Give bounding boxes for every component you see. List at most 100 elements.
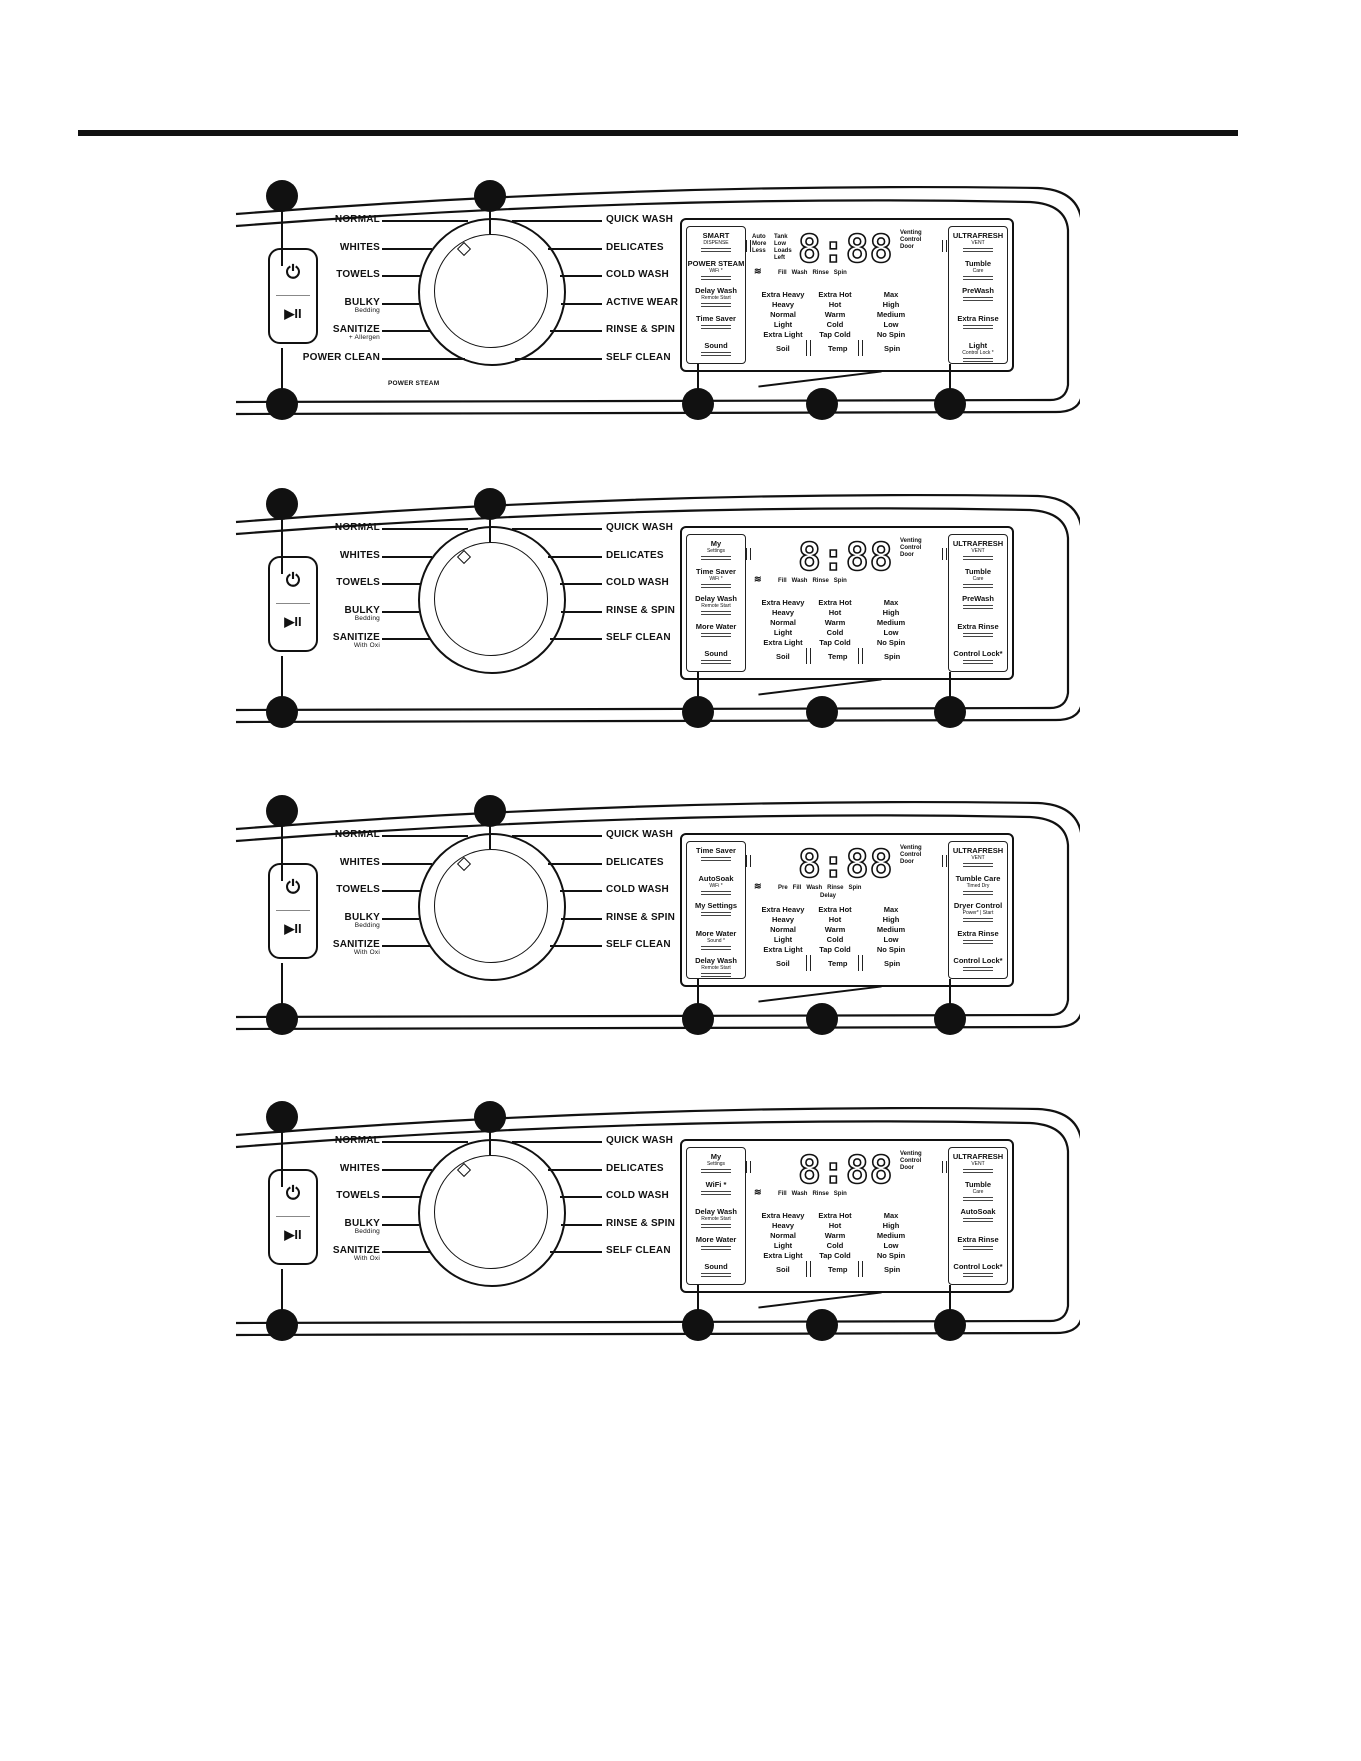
soil-button[interactable]: Soil [776, 1265, 790, 1274]
cycle-selector-dial[interactable] [418, 1139, 566, 1287]
cycle-label-normal[interactable]: NORMAL [335, 522, 380, 533]
cycle-label-rinse-spin[interactable]: RINSE & SPIN [606, 912, 675, 923]
play-pause-icon[interactable]: ▶II [284, 614, 302, 629]
option-button[interactable]: Time Saver [687, 314, 745, 329]
option-button[interactable]: AutoSoak [949, 1207, 1007, 1222]
cycle-label-normal[interactable]: NORMAL [335, 214, 380, 225]
option-button[interactable]: Extra Rinse [949, 622, 1007, 637]
cycle-label-quick-wash[interactable]: QUICK WASH [606, 214, 673, 225]
temp-button[interactable]: Temp [828, 344, 848, 353]
cycle-label-whites[interactable]: WHITES [340, 857, 380, 868]
option-button[interactable]: Extra Rinse [949, 929, 1007, 944]
soil-button[interactable]: Soil [776, 344, 790, 353]
cycle-label-delicates[interactable]: DELICATES [606, 1163, 664, 1174]
temp-button[interactable]: Temp [828, 1265, 848, 1274]
option-button[interactable]: More Water [687, 622, 745, 637]
temp-button[interactable]: Temp [828, 959, 848, 968]
play-pause-icon[interactable]: ▶II [284, 1227, 302, 1242]
play-pause-icon[interactable]: ▶II [284, 921, 302, 936]
cycle-label-towels[interactable]: TOWELS [336, 884, 380, 895]
cycle-label-whites[interactable]: WHITES [340, 242, 380, 253]
soil-button[interactable]: Soil [776, 652, 790, 661]
cycle-label-self-clean[interactable]: SELF CLEAN [606, 632, 671, 643]
dial-knob[interactable] [434, 849, 548, 963]
cycle-label-active-wear[interactable]: ACTIVE WEAR [606, 297, 678, 308]
option-button[interactable]: Control Lock* [949, 1262, 1007, 1277]
option-button[interactable]: PreWash [949, 286, 1007, 301]
option-button[interactable]: Sound [687, 649, 745, 664]
cycle-label-delicates[interactable]: DELICATES [606, 857, 664, 868]
cycle-label-cold-wash[interactable]: COLD WASH [606, 269, 669, 280]
cycle-label-quick-wash[interactable]: QUICK WASH [606, 522, 673, 533]
cycle-label-normal[interactable]: NORMAL [335, 829, 380, 840]
cycle-label-delicates[interactable]: DELICATES [606, 242, 664, 253]
spin-button[interactable]: Spin [884, 344, 901, 353]
power-icon[interactable]: ⏻ [285, 570, 301, 590]
cycle-label-towels[interactable]: TOWELS [336, 577, 380, 588]
dial-knob[interactable] [434, 234, 548, 348]
cycle-label-rinse-spin[interactable]: RINSE & SPIN [606, 605, 675, 616]
dial-knob[interactable] [434, 542, 548, 656]
option-button[interactable]: Extra Rinse [949, 1235, 1007, 1250]
cycle-selector-dial[interactable] [418, 218, 566, 366]
spin-button[interactable]: Spin [884, 652, 901, 661]
option-button[interactable]: Control Lock* [949, 649, 1007, 664]
power-icon[interactable]: ⏻ [285, 877, 301, 897]
power-start-button-group[interactable]: ⏻ ▶II [268, 1169, 318, 1265]
option-button[interactable]: WiFi * [687, 1180, 745, 1195]
option-button[interactable]: My Settings [687, 901, 745, 916]
soil-button[interactable]: Soil [776, 959, 790, 968]
temp-button[interactable]: Temp [828, 652, 848, 661]
cycle-selector-dial[interactable] [418, 833, 566, 981]
power-icon[interactable]: ⏻ [285, 262, 301, 282]
play-pause-icon[interactable]: ▶II [284, 306, 302, 321]
cycle-label-whites[interactable]: WHITES [340, 1163, 380, 1174]
cycle-label-normal[interactable]: NORMAL [335, 1135, 380, 1146]
power-start-button-group[interactable]: ⏻ ▶II [268, 248, 318, 344]
cycle-label-rinse-spin[interactable]: RINSE & SPIN [606, 1218, 675, 1229]
cycle-label-cold-wash[interactable]: COLD WASH [606, 884, 669, 895]
cycle-label-rinse-spin[interactable]: RINSE & SPIN [606, 324, 675, 335]
cycle-label-whites[interactable]: WHITES [340, 550, 380, 561]
cycle-label-towels[interactable]: TOWELS [336, 269, 380, 280]
cycle-selector-dial[interactable] [418, 526, 566, 674]
spin-button[interactable]: Spin [884, 1265, 901, 1274]
cycle-label-delicates[interactable]: DELICATES [606, 550, 664, 561]
spin-button[interactable]: Spin [884, 959, 901, 968]
option-button[interactable]: More Water [687, 1235, 745, 1250]
dial-knob[interactable] [434, 1155, 548, 1269]
option-button[interactable]: Sound [687, 1262, 745, 1277]
power-start-button-group[interactable]: ⏻ ▶II [268, 863, 318, 959]
power-icon[interactable]: ⏻ [285, 1183, 301, 1203]
cycle-label-quick-wash[interactable]: QUICK WASH [606, 829, 673, 840]
option-button[interactable]: PreWash [949, 594, 1007, 609]
option-button[interactable]: Sound [687, 341, 745, 356]
cycle-label-power-clean[interactable]: POWER CLEAN [303, 352, 380, 363]
cycle-label-sanitize[interactable]: SANITIZE+ Allergen [333, 324, 380, 341]
